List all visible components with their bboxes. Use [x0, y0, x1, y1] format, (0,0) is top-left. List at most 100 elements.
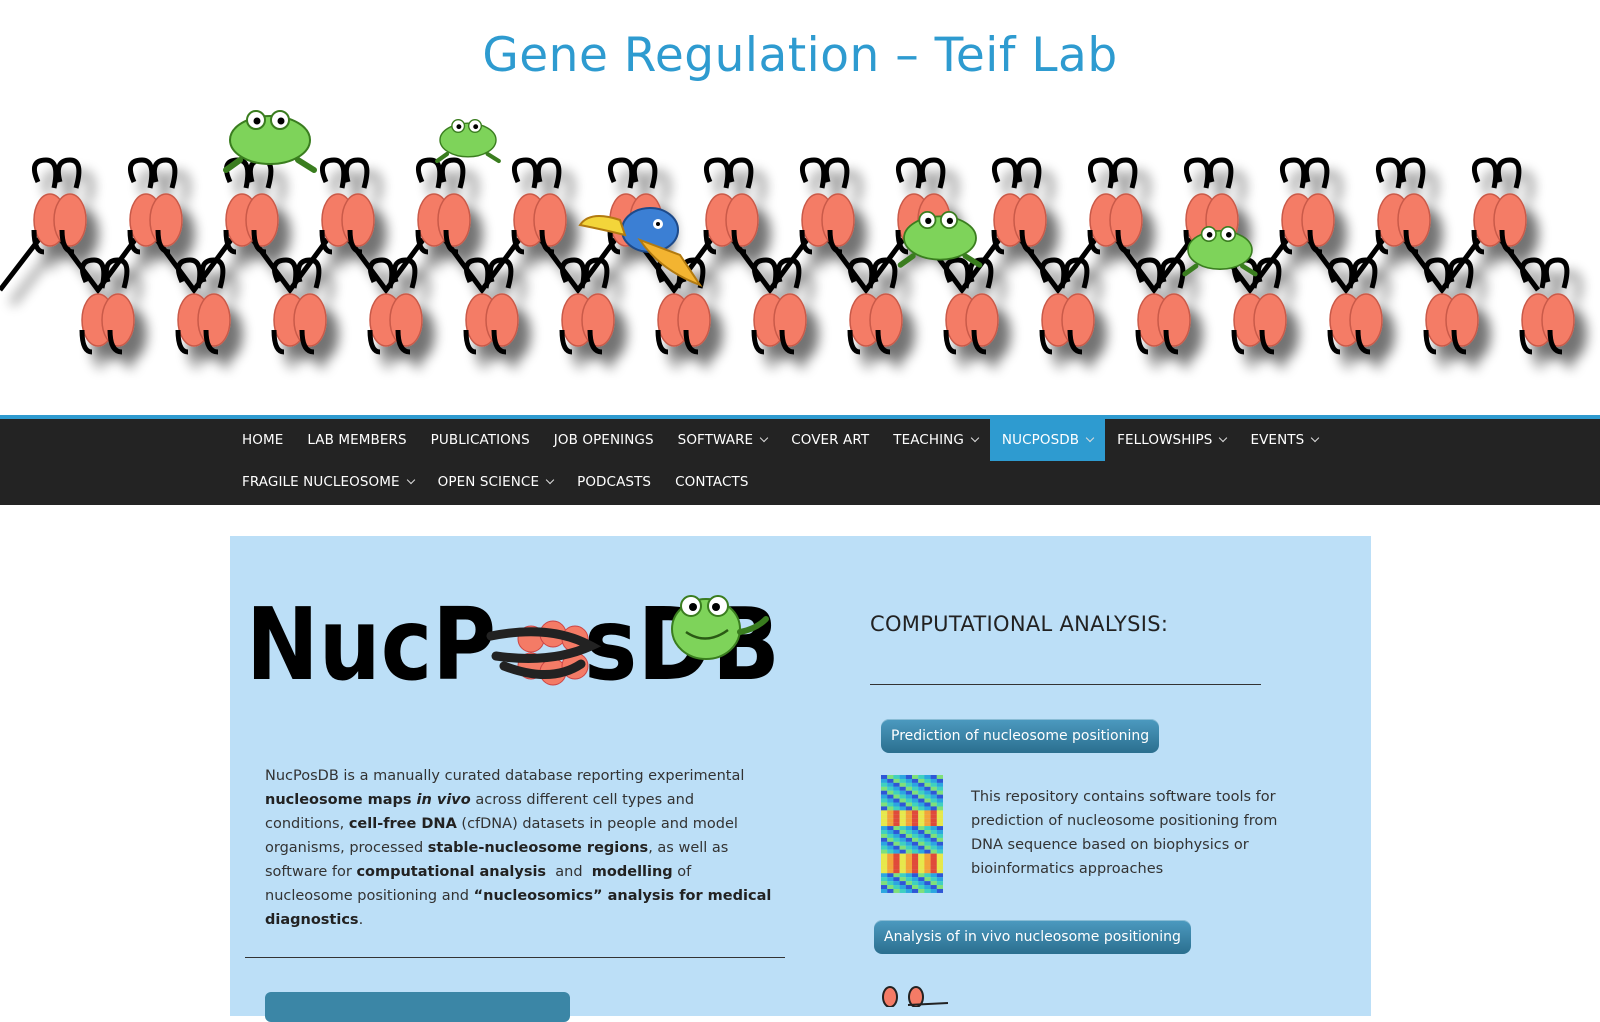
nav-item-podcasts[interactable]: PODCASTS	[565, 461, 663, 503]
nucleosome-shape	[1375, 157, 1431, 255]
desc-italic-in-vivo: in vivo	[411, 792, 471, 808]
header-banner-image	[0, 110, 1600, 415]
desc-bold-nucleosome-maps: nucleosome maps	[265, 792, 412, 808]
nav-row-primary: HOME LAB MEMBERS PUBLICATIONS JOB OPENINGS S…	[230, 419, 1330, 461]
nucleosome-shape	[367, 257, 423, 355]
nav-item-label: JOB OPENINGS	[553, 432, 654, 448]
nav-item-cover-art[interactable]: COVER ART	[779, 419, 881, 461]
nav-row-secondary: FRAGILE NUCLEOSOME OPEN SCIENCE PODCASTS CO…	[230, 461, 761, 503]
chevron-down-icon	[759, 433, 769, 443]
chevron-down-icon	[545, 475, 555, 485]
nucleosome-shape	[559, 257, 615, 355]
nucleosome-shape	[943, 257, 999, 355]
logo-frog-icon	[671, 595, 769, 660]
desc-bold-cfdna: cell-free DNA	[348, 816, 457, 832]
nucleosome-shape	[79, 257, 135, 355]
main-content: NucP sDB NucPosDB is a manually curated …	[230, 536, 1371, 1022]
nav-item-home[interactable]: HOME	[230, 419, 295, 461]
nucleosome-shape	[463, 257, 519, 355]
chevron-down-icon	[1085, 433, 1095, 443]
nucleosome-shape	[1039, 257, 1095, 355]
desc-text-6: of nucleosome positioning and	[265, 864, 692, 904]
nav-item-label: FRAGILE NUCLEOSOME	[242, 474, 400, 490]
nav-item-software[interactable]: SOFTWARE	[666, 419, 780, 461]
nucleosome-shape	[223, 157, 279, 255]
site-title[interactable]: Gene Regulation – Teif Lab	[482, 28, 1118, 83]
nav-item-publications[interactable]: PUBLICATIONS	[419, 419, 542, 461]
nucposdb-description: NucPosDB is a manually curated database …	[265, 764, 775, 932]
frog-icon	[435, 119, 501, 164]
nucleosome-shape	[127, 157, 183, 255]
nav-item-label: OPEN SCIENCE	[437, 474, 540, 490]
nav-item-label: FELLOWSHIPS	[1117, 432, 1213, 448]
frog-icon	[897, 210, 983, 268]
frog-icon	[1182, 225, 1258, 277]
nucleosome-shape	[1087, 157, 1143, 255]
nav-item-open-science[interactable]: OPEN SCIENCE	[426, 461, 565, 503]
parrot-icon	[578, 207, 703, 288]
nucleosome-shape	[1327, 257, 1383, 355]
nav-item-job-openings[interactable]: JOB OPENINGS	[542, 419, 666, 461]
nucleosome-shape	[175, 257, 231, 355]
chevron-down-icon	[1219, 433, 1228, 443]
nav-item-lab-members[interactable]: LAB MEMBERS	[295, 419, 418, 461]
nav-item-contacts[interactable]: CONTACTS	[663, 461, 760, 503]
nucleosome-shape	[847, 257, 903, 355]
nav-item-nucposdb[interactable]: NUCPOSDB	[989, 419, 1106, 461]
desc-text-3: (cfDNA) datasets in people and model org…	[265, 816, 738, 856]
frog-icon	[223, 110, 317, 173]
nucleosome-shape	[799, 157, 855, 255]
nucleosome-thumbnail-image[interactable]	[878, 977, 948, 1007]
nav-item-teaching[interactable]: TEACHING	[881, 419, 990, 461]
nav-item-label: TEACHING	[893, 432, 964, 448]
left-divider	[245, 957, 785, 958]
nucleosome-shape	[1471, 157, 1527, 255]
nucleosome-shape	[319, 157, 375, 255]
nucleosome-shape	[511, 157, 567, 255]
nav-item-label: LAB MEMBERS	[307, 432, 407, 448]
chevron-down-icon	[1311, 433, 1320, 443]
nav-item-label: NUCPOSDB	[1001, 432, 1080, 448]
nucleosome-shape	[991, 157, 1047, 255]
nucleosome-shape	[1519, 257, 1575, 355]
prediction-nucleosome-positioning-button[interactable]: Prediction of nucleosome positioning	[881, 719, 1160, 753]
nucleosome-shape	[1135, 257, 1191, 355]
nav-item-label: PUBLICATIONS	[430, 432, 530, 448]
nav-item-label: PODCASTS	[577, 474, 652, 490]
nucleosome-shape	[1231, 257, 1287, 355]
nucleosome-shape	[31, 157, 87, 255]
desc-text-4: , as well as software for	[265, 840, 729, 880]
desc-bold-computational-analysis: computational analysis	[356, 864, 547, 880]
nav-item-label: EVENTS	[1250, 432, 1305, 448]
left-section-button[interactable]	[265, 992, 570, 1022]
nav-item-label: COVER ART	[791, 432, 870, 448]
logo-text-left: NucP	[246, 586, 496, 694]
nucleosome-shape	[415, 157, 471, 255]
desc-bold-stable-regions: stable-nucleosome regions	[427, 840, 649, 856]
repository-description: This repository contains software tools …	[971, 789, 1278, 877]
nucleosome-shape	[655, 257, 711, 355]
right-divider	[870, 684, 1261, 685]
nucleosome-shape	[1423, 257, 1479, 355]
nav-item-fragile-nucleosome[interactable]: FRAGILE NUCLEOSOME	[230, 461, 426, 503]
main-navigation: HOME LAB MEMBERS PUBLICATIONS JOB OPENINGS S…	[0, 415, 1600, 505]
nucleosome-shape	[751, 257, 807, 355]
desc-text-5: and	[546, 864, 592, 880]
nucleosome-shape	[1279, 157, 1335, 255]
nav-item-fellowships[interactable]: FELLOWSHIPS	[1105, 419, 1238, 461]
chevron-down-icon	[970, 433, 980, 443]
desc-bold-nucleosomics: “nucleosomics” analysis for medical diag…	[265, 888, 772, 928]
desc-bold-modelling: modelling	[591, 864, 673, 880]
desc-text-7: .	[358, 912, 364, 928]
desc-text-1: NucPosDB is a manually curated database …	[265, 768, 745, 784]
analysis-in-vivo-nucleosome-button[interactable]: Analysis of in vivo nucleosome positioni…	[874, 920, 1191, 954]
logo-nucleosome-icon	[486, 620, 602, 686]
nav-item-events[interactable]: EVENTS	[1238, 419, 1330, 461]
heatmap-thumbnail-image[interactable]	[881, 775, 943, 893]
nav-item-label: HOME	[242, 432, 284, 448]
nucleosome-shape	[271, 257, 327, 355]
desc-text-2: across different cell types and conditio…	[265, 792, 695, 832]
nav-item-label: CONTACTS	[675, 474, 749, 490]
nucposdb-logo: NucP sDB	[246, 586, 780, 694]
chevron-down-icon	[406, 475, 415, 485]
